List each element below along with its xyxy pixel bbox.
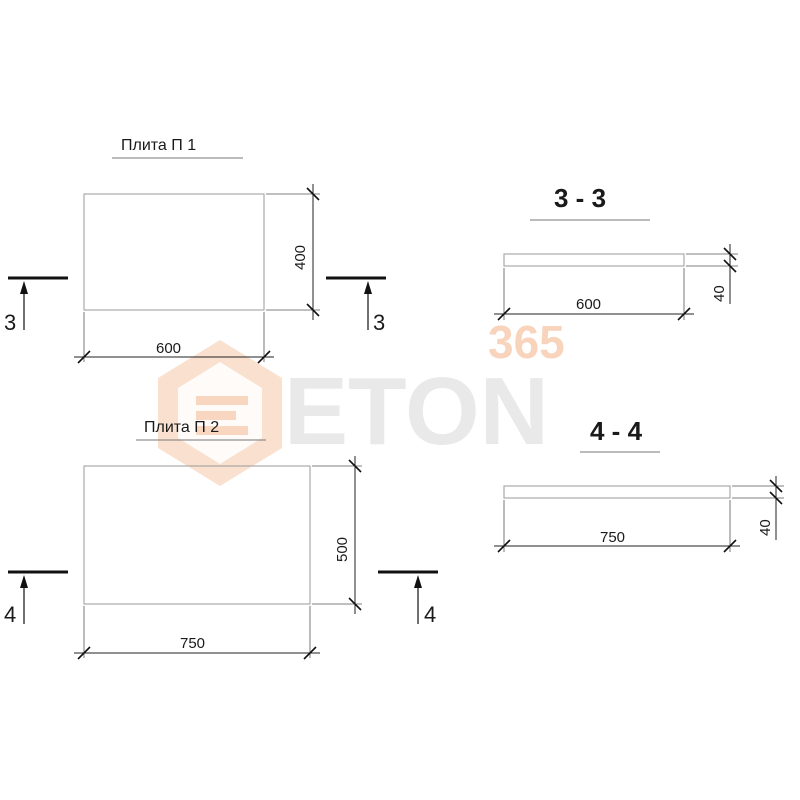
arrow-up-icon — [20, 281, 28, 294]
section-4-4: 4 - 4 750 40 — [494, 416, 784, 553]
arrow-up-icon — [414, 575, 422, 588]
section-4-4-title: 4 - 4 — [590, 416, 643, 446]
plate-p1-length-label: 600 — [156, 340, 181, 357]
cut-marker-4-left: 4 — [4, 570, 68, 627]
section-3-3-thickness-label: 40 — [711, 285, 728, 302]
cut-marker-4-right-label: 4 — [424, 602, 436, 627]
arrow-up-icon — [364, 281, 372, 294]
plate-p1-width-label: 400 — [292, 245, 309, 270]
plate-p1-outline — [83, 193, 265, 311]
section-4-4-profile — [503, 485, 731, 499]
section-4-4-length-label: 750 — [600, 529, 625, 546]
plate-p2-title: Плита П 2 — [144, 419, 219, 436]
cut-marker-3-left-label: 3 — [4, 310, 16, 335]
plate-p1-title: Плита П 1 — [121, 137, 196, 154]
section-3-3-length-label: 600 — [576, 296, 601, 313]
plate-p2-outline — [83, 465, 311, 605]
watermark: 365 ETON — [158, 316, 565, 486]
cut-marker-4-left-label: 4 — [4, 602, 16, 627]
cut-marker-3-right: 3 — [326, 276, 386, 335]
section-3-3-profile — [503, 253, 685, 267]
watermark-number: 365 — [488, 316, 565, 368]
section-3-3: 3 - 3 600 40 — [494, 183, 738, 321]
cut-marker-3-right-label: 3 — [373, 310, 385, 335]
plate-p2-width-label: 500 — [334, 537, 351, 562]
watermark-logo-icon — [158, 340, 282, 486]
watermark-wordmark: ETON — [284, 358, 549, 465]
arrow-up-icon — [20, 575, 28, 588]
plate-p1-plan: Плита П 1 600 400 3 3 — [4, 137, 386, 364]
section-3-3-title: 3 - 3 — [554, 183, 606, 213]
cut-marker-3-left: 3 — [4, 276, 68, 335]
plate-p2-length-label: 750 — [180, 635, 205, 652]
plate-p2-plan: Плита П 2 750 500 4 4 — [4, 419, 438, 660]
cut-marker-4-right: 4 — [378, 570, 438, 627]
section-4-4-thickness-label: 40 — [757, 519, 774, 536]
